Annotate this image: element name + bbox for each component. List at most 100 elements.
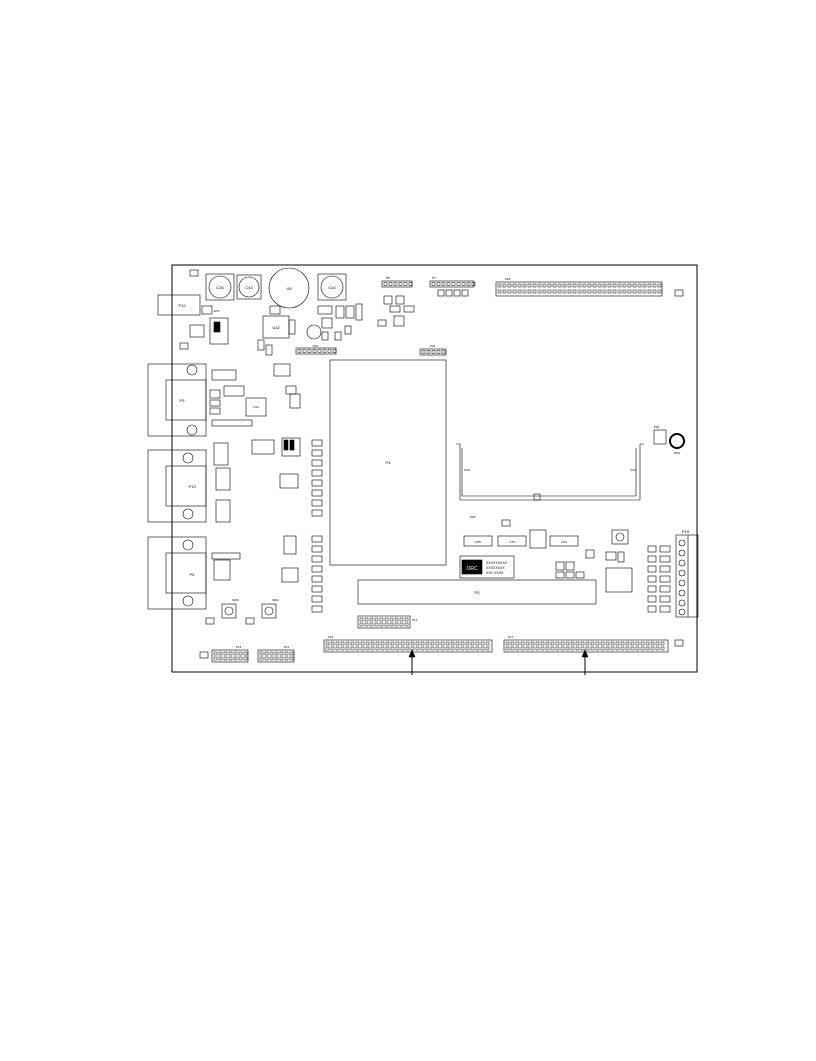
resistor-column	[311, 439, 323, 613]
svg-text:P8: P8	[386, 276, 390, 280]
header-pin	[340, 646, 345, 651]
header-pin	[560, 641, 565, 646]
svg-text:XXXXXXXX: XXXXXXXX	[486, 566, 505, 570]
header-pin	[615, 646, 620, 651]
header-pin	[394, 622, 399, 627]
header-pin	[505, 646, 510, 651]
header-pin	[360, 646, 365, 651]
header-pin	[445, 646, 450, 651]
header-pin	[390, 641, 395, 646]
header-pin	[592, 289, 597, 294]
header-pin	[223, 656, 228, 661]
header-pin	[380, 646, 385, 651]
header-pin	[607, 283, 612, 288]
header-pin	[582, 283, 587, 288]
svg-text:P23: P23	[654, 425, 660, 429]
svg-text:MS3: MS3	[674, 451, 681, 455]
header-pin	[238, 651, 243, 656]
header-pin	[302, 349, 307, 353]
header-pin	[535, 646, 540, 651]
header-pin	[389, 622, 394, 627]
header-pin	[532, 283, 537, 288]
header-pin	[436, 350, 441, 354]
header-pin	[269, 651, 274, 656]
header-pin	[399, 622, 404, 627]
svg-text:XXXXXXXXX: XXXXXXXXX	[486, 561, 508, 565]
header-pin	[264, 656, 269, 661]
header-pin	[627, 289, 632, 294]
header-pin	[617, 289, 622, 294]
svg-text:P7: P7	[432, 276, 436, 280]
header-pin	[370, 641, 375, 646]
header-pin	[570, 646, 575, 651]
svg-text:U32: U32	[272, 325, 280, 330]
ic-u34: U34	[549, 535, 579, 547]
header-pin	[421, 350, 426, 354]
header-pin	[637, 283, 642, 288]
header-pin	[284, 651, 289, 656]
header-pin	[630, 646, 635, 651]
header-pin	[657, 289, 662, 294]
regulator-u32: U32	[262, 315, 296, 339]
header-pin	[322, 349, 327, 353]
header-pin	[542, 283, 547, 288]
header-pin	[505, 641, 510, 646]
header-pin	[345, 641, 350, 646]
header-pin	[622, 283, 627, 288]
svg-text:P22: P22	[430, 344, 436, 348]
header-pin	[602, 289, 607, 294]
svg-text:P15: P15	[236, 645, 242, 649]
header-pin	[625, 641, 630, 646]
header-pin	[404, 622, 409, 627]
header-pin	[327, 349, 332, 353]
header-pin	[567, 283, 572, 288]
header-pin	[435, 646, 440, 651]
svg-text:SW3: SW3	[232, 598, 239, 602]
header-pin	[365, 646, 370, 651]
header-pin	[233, 651, 238, 656]
header-pin	[466, 282, 471, 286]
header-pin	[635, 646, 640, 651]
svg-text:U14: U14	[253, 405, 259, 409]
header-pin	[431, 350, 436, 354]
header-pin	[605, 646, 610, 651]
header-pin	[520, 641, 525, 646]
header-pin	[605, 641, 610, 646]
header-pin	[289, 651, 294, 656]
switch-sw3: SW3	[221, 598, 239, 619]
header-pin	[532, 289, 537, 294]
header-pin	[405, 641, 410, 646]
header-pin	[560, 646, 565, 651]
ic-u78: U78	[497, 535, 527, 547]
header-pin	[370, 646, 375, 651]
header-pin	[440, 646, 445, 651]
header-pin	[435, 641, 440, 646]
header-pin	[390, 646, 395, 651]
header-pin	[470, 641, 475, 646]
header-pin	[630, 641, 635, 646]
header-pin	[542, 289, 547, 294]
header-pin	[455, 646, 460, 651]
header-pin	[399, 617, 404, 622]
header-pin	[607, 289, 612, 294]
header-pin	[450, 646, 455, 651]
header-pin	[497, 283, 502, 288]
header-pin	[375, 641, 380, 646]
svg-text:P6: P6	[190, 572, 196, 577]
svg-text:P16: P16	[328, 635, 334, 639]
header-pin	[228, 656, 233, 661]
header-pin	[238, 656, 243, 661]
board-outline	[171, 264, 698, 673]
header-pin	[615, 641, 620, 646]
header-pin	[580, 641, 585, 646]
header-pin	[562, 289, 567, 294]
header-pin	[274, 651, 279, 656]
header-pin	[465, 646, 470, 651]
header-pin	[617, 283, 622, 288]
header-pin	[330, 641, 335, 646]
svg-text:P5: P5	[180, 398, 186, 403]
header-pin	[562, 283, 567, 288]
header-pin	[465, 641, 470, 646]
header-pin	[380, 641, 385, 646]
